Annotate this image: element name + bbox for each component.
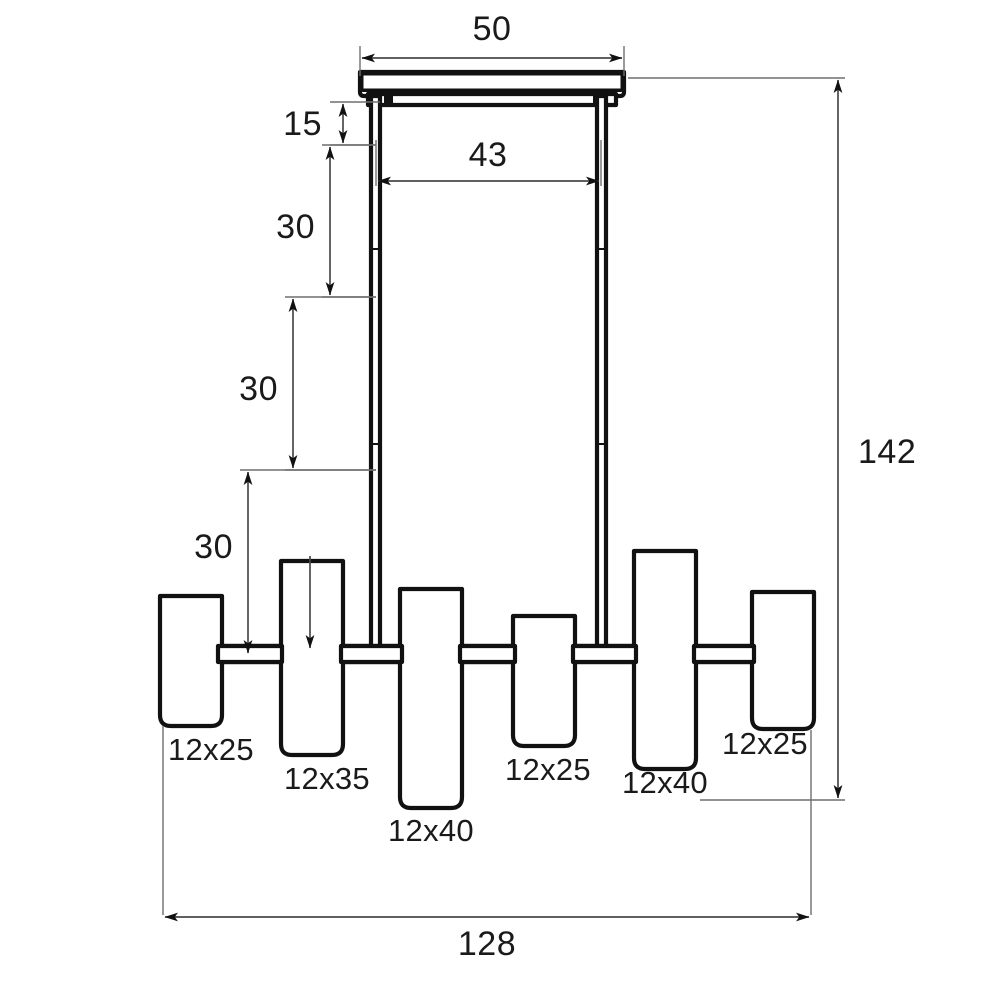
dimension-label-128: 128 (458, 925, 516, 963)
shade-label-3: 12x40 (388, 813, 474, 848)
lamp-shade-3 (397, 586, 465, 811)
shade-label-1: 12x25 (168, 732, 254, 767)
dimension-segment-30-a: 30 (276, 144, 376, 298)
shade-label-6: 12x25 (722, 726, 808, 761)
dimension-label-30-c: 30 (194, 528, 233, 566)
dimension-total-width: 128 (162, 726, 812, 963)
lamp-shade-5 (631, 548, 699, 772)
dimension-segment-30-c: 30 (194, 469, 376, 654)
ceiling-canopy (357, 69, 627, 99)
dimension-label-50: 50 (473, 10, 512, 48)
dimension-label-43: 43 (469, 136, 508, 174)
dimension-total-height: 142 (628, 77, 916, 801)
dimension-label-30-a: 30 (276, 208, 315, 246)
lamp-shade-6 (749, 589, 817, 732)
shade-label-5: 12x40 (622, 765, 708, 800)
canopy-underside-bar (365, 91, 619, 108)
dimension-rod-spacing: 43 (375, 136, 602, 186)
dimension-label-15: 15 (283, 105, 322, 143)
dimension-label-142: 142 (858, 433, 916, 471)
dimension-segment-30-b: 30 (239, 296, 376, 471)
shade-label-2: 12x35 (284, 761, 370, 796)
lamp-shade-4 (510, 613, 578, 749)
shade-label-4: 12x25 (505, 752, 591, 787)
dimension-label-30-b: 30 (239, 370, 278, 408)
dimension-segment-15: 15 (283, 101, 380, 146)
dimension-canopy-width: 50 (359, 10, 625, 76)
lamp-shade-2 (278, 558, 346, 758)
lamp-shade-1 (157, 593, 225, 729)
